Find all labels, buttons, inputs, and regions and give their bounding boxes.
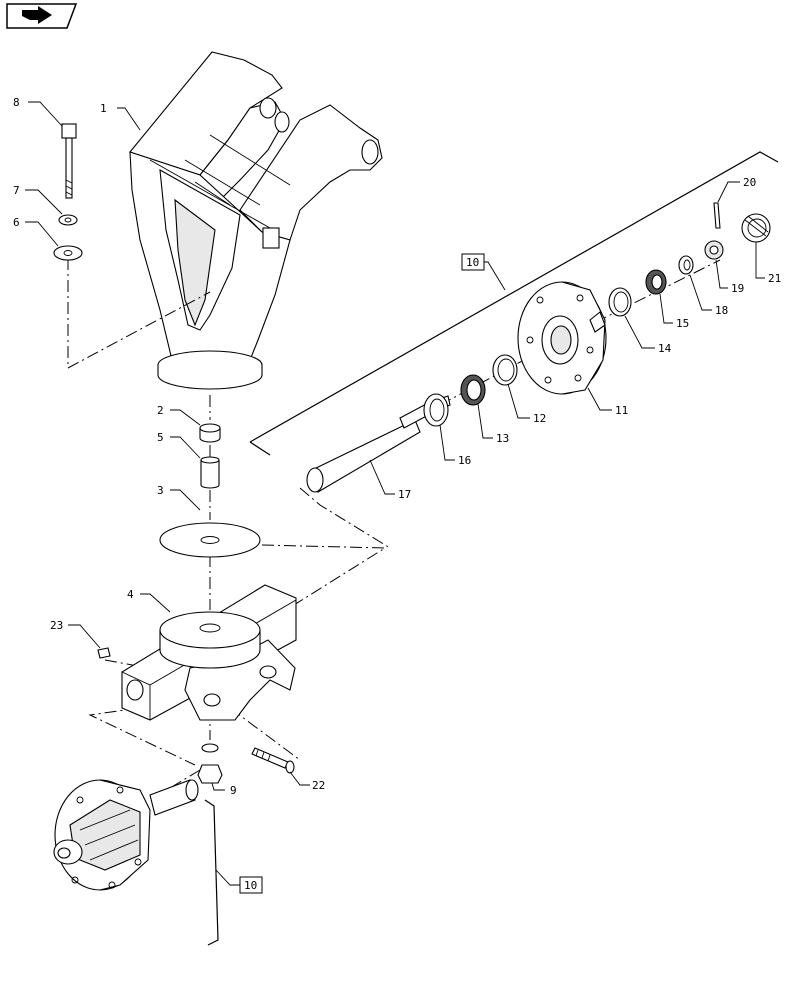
lock-washer: [201, 743, 219, 753]
callout-18: 18: [715, 304, 728, 317]
part-7-washer: [58, 214, 78, 226]
part-20-cotter-pin: [713, 202, 721, 229]
callout-1: 1: [100, 102, 107, 115]
part-5-sleeve: [200, 456, 220, 489]
part-21-dust-cap: [741, 213, 771, 243]
callout-5: 5: [157, 431, 164, 444]
callout-6: 6: [13, 216, 20, 229]
part-2-bushing: [199, 423, 221, 443]
part-23-grease-fitting: [97, 647, 111, 659]
part-3-thrust-washer: [159, 522, 261, 558]
callout-3: 3: [157, 484, 164, 497]
part-12-bearing-cup: [492, 354, 518, 386]
part-11-hub: [517, 281, 607, 395]
callout-2: 2: [157, 404, 164, 417]
part-13-bearing-cone: [460, 374, 486, 406]
callout-8: 8: [13, 96, 20, 109]
callout-11: 11: [615, 404, 628, 417]
callout-12: 12: [533, 412, 546, 425]
callout-23: 23: [50, 619, 63, 632]
part-8-bolt: [61, 123, 77, 199]
callout-15: 15: [676, 317, 689, 330]
callout-16: 16: [458, 454, 471, 467]
callout-13: 13: [496, 432, 509, 445]
part-15-bearing-cone: [645, 269, 667, 295]
part-14-bearing-cup: [608, 287, 632, 317]
part-22-bolt: [251, 747, 295, 774]
part-18-washer: [678, 255, 694, 275]
callout-10-box-lower: [239, 876, 263, 894]
callout-9: 9: [230, 784, 237, 797]
callout-19: 19: [731, 282, 744, 295]
part-6-washer: [53, 245, 83, 261]
callout-4: 4: [127, 588, 134, 601]
part-4-spindle-housing: [121, 584, 297, 721]
callout-21: 21: [768, 272, 781, 285]
callout-7: 7: [13, 184, 20, 197]
callout-10-lower: 10: [244, 879, 257, 892]
part-19-castle-nut: [704, 240, 724, 260]
callout-20: 20: [743, 176, 756, 189]
callout-10-box-upper: [461, 253, 485, 271]
back-arrow-icon[interactable]: [6, 3, 78, 29]
callout-17: 17: [398, 488, 411, 501]
part-9-nut: [197, 764, 223, 784]
callout-10-upper: 10: [466, 256, 479, 269]
part-1-bracket: [129, 51, 383, 390]
callout-14: 14: [658, 342, 672, 355]
callout-22: 22: [312, 779, 325, 792]
part-16-seal: [423, 393, 449, 427]
spindle-assembly-10: [53, 779, 199, 891]
